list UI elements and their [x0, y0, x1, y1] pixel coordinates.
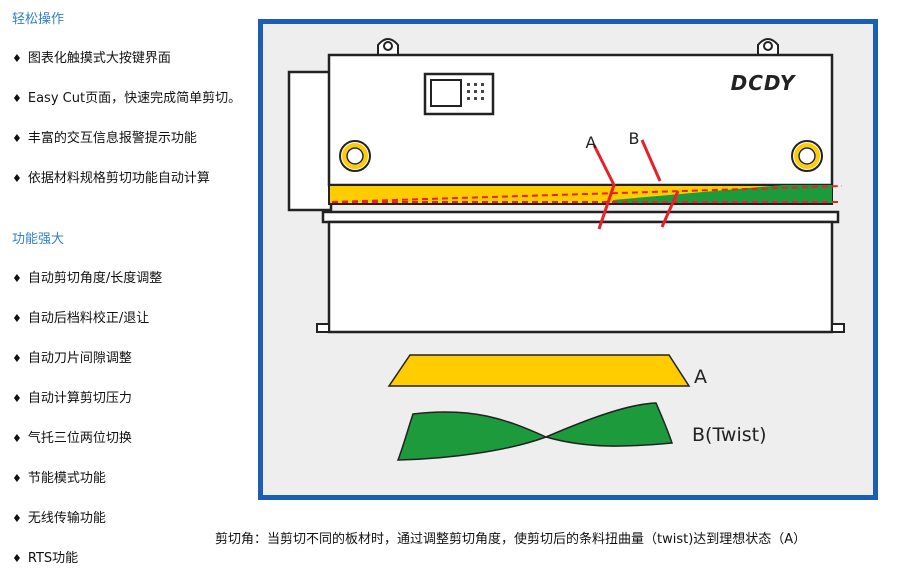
diamond-bullet-icon: ♦	[12, 352, 22, 365]
lifting-lug-right	[757, 38, 779, 56]
diamond-bullet-icon: ♦	[12, 92, 22, 105]
feature-item-label: RTS功能	[27, 551, 79, 566]
feature-item: ♦ 自动后档料校正/退让	[12, 307, 149, 326]
feature-item-label: 无线传输功能	[27, 511, 106, 526]
feature-item: ♦ 图表化触摸式大按键界面	[12, 47, 171, 66]
lower-table	[321, 210, 840, 224]
strip-shape-a	[387, 354, 691, 387]
feature-item-label: 依据材料规格剪切功能自动计算	[27, 171, 210, 186]
diamond-bullet-icon: ♦	[12, 512, 22, 525]
feature-item-label: 自动计算剪切压力	[27, 391, 132, 406]
feature-item: ♦ 自动刀片间隙调整	[12, 347, 132, 366]
lifting-lug-left	[377, 38, 399, 56]
diamond-bullet-icon: ♦	[12, 272, 22, 285]
feature-item-label: Easy Cut页面，快速完成简单剪切。	[27, 91, 242, 106]
section-title-powerful: 功能强大	[12, 232, 65, 247]
label-shape-a: A	[694, 366, 707, 388]
foot-right	[831, 323, 845, 333]
cylinder-ring-left	[339, 140, 371, 172]
diamond-bullet-icon: ♦	[12, 52, 22, 65]
feature-item-label: 自动刀片间隙调整	[27, 351, 132, 366]
upper-beam	[327, 53, 834, 187]
section-title-easy-operation: 轻松操作	[12, 12, 65, 27]
feature-item: ♦ 丰富的交互信息报警提示功能	[12, 127, 197, 146]
feature-item: ♦ Easy Cut页面，快速完成简单剪切。	[12, 87, 241, 106]
feature-item: ♦ 自动计算剪切压力	[12, 387, 132, 406]
diamond-bullet-icon: ♦	[12, 552, 22, 565]
cylinder-ring-right	[791, 140, 823, 172]
feature-item-label: 图表化触摸式大按键界面	[27, 51, 171, 66]
diamond-bullet-icon: ♦	[12, 132, 22, 145]
feature-item: ♦ 依据材料规格剪切功能自动计算	[12, 167, 210, 186]
feature-item: ♦ 气托三位两位切换	[12, 427, 132, 446]
cut-line-a	[592, 144, 616, 230]
label-line-a: A	[586, 133, 597, 152]
feature-item: ♦ 无线传输功能	[12, 507, 106, 526]
feature-item-label: 自动后档料校正/退让	[27, 311, 150, 326]
diamond-bullet-icon: ♦	[12, 172, 22, 185]
lower-frame	[327, 220, 834, 334]
brand-logo: DCDY	[731, 71, 797, 95]
feature-item: ♦ RTS功能	[12, 547, 78, 566]
feature-item-label: 节能模式功能	[27, 471, 106, 486]
diamond-bullet-icon: ♦	[12, 432, 22, 445]
feature-item: ♦ 自动剪切角度/长度调整	[12, 267, 162, 286]
control-panel	[423, 72, 495, 116]
diagram-caption: 剪切角：当剪切不同的板材时，通过调整剪切角度，使剪切后的条料扭曲量（twist)…	[215, 532, 807, 547]
side-cabinet	[287, 70, 333, 212]
diamond-bullet-icon: ♦	[12, 392, 22, 405]
label-line-b: B	[629, 129, 640, 148]
feature-item-label: 丰富的交互信息报警提示功能	[27, 131, 197, 146]
upper-blade-green	[613, 185, 832, 204]
cut-line-b-upper	[640, 139, 662, 182]
feature-item-label: 气托三位两位切换	[27, 431, 132, 446]
strip-shape-b-twist	[396, 402, 674, 461]
feature-item-label: 自动剪切角度/长度调整	[27, 271, 163, 286]
label-shape-b: B(Twist)	[692, 424, 767, 446]
diamond-bullet-icon: ♦	[12, 472, 22, 485]
shear-angle-line	[331, 185, 843, 203]
shearing-machine-diagram: DCDY A B A B(Twist)	[258, 19, 878, 500]
diamond-bullet-icon: ♦	[12, 312, 22, 325]
feature-item: ♦ 节能模式功能	[12, 467, 106, 486]
foot-left	[316, 323, 330, 333]
cut-line-b-lower	[660, 190, 680, 228]
